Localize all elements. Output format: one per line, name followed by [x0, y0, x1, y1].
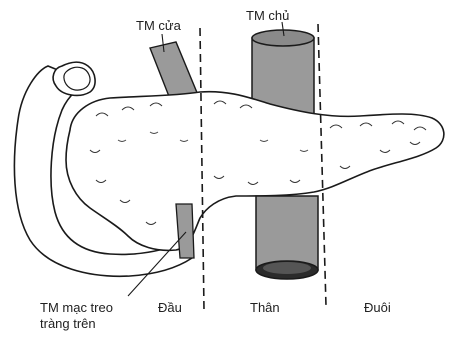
pancreas: [66, 92, 444, 251]
label-smv-line2: tràng trên: [40, 316, 96, 331]
label-portal-vein: TM cửa: [136, 18, 182, 33]
label-body: Thân: [250, 300, 280, 315]
label-head: Đầu: [158, 300, 182, 315]
label-tail: Đuôi: [364, 300, 391, 315]
label-smv-line1: TM mạc treo: [40, 300, 113, 315]
main-vein-bottom: [256, 196, 318, 279]
label-main-vein: TM chủ: [246, 8, 289, 23]
